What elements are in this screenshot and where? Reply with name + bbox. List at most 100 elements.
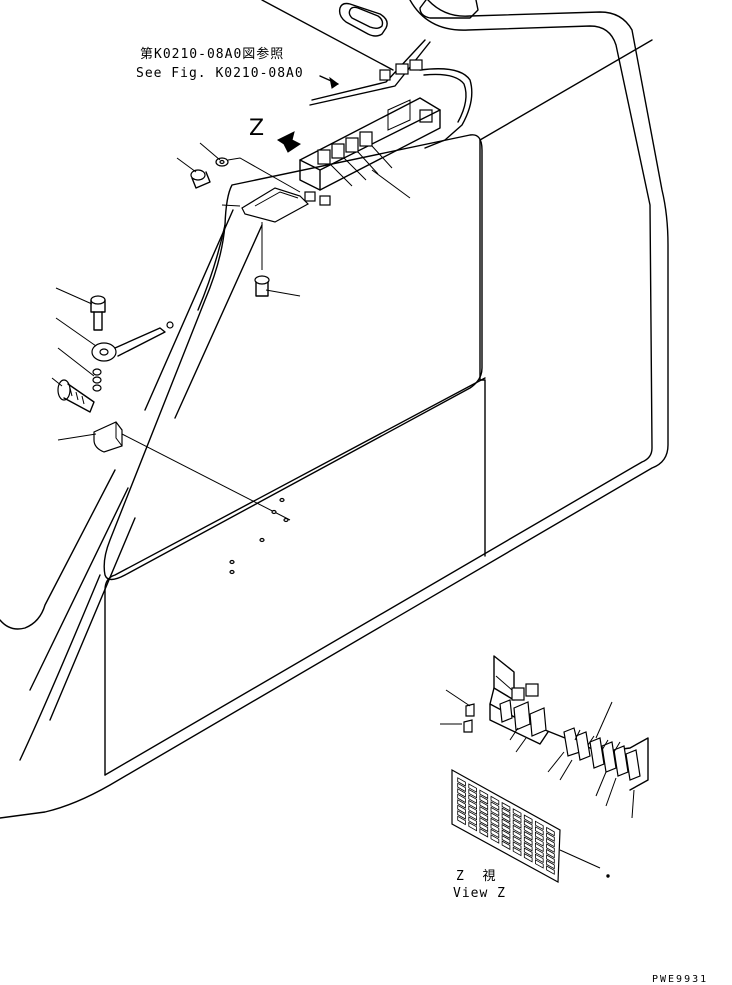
connector-5	[304, 191, 316, 202]
decal-cell	[512, 824, 522, 835]
reference-text-en: See Fig. K0210-08A0	[136, 66, 304, 81]
decal-cell	[490, 806, 500, 817]
decal-cell	[457, 810, 466, 820]
decal-cell	[501, 812, 511, 823]
decal-cell	[479, 789, 489, 800]
bracket-1	[93, 421, 123, 453]
decal-cell	[546, 865, 555, 875]
decal-cell	[468, 821, 477, 832]
view-z-marker: Z	[249, 116, 264, 141]
decal-cell	[501, 807, 511, 818]
screw-1	[57, 379, 95, 413]
decal-cell	[546, 859, 555, 870]
detail-block-1	[511, 687, 525, 701]
decal-cell	[535, 859, 544, 869]
decal-cell	[457, 815, 466, 826]
detail-view-z	[440, 655, 649, 819]
decal-cell	[523, 830, 533, 841]
decal-cell	[479, 795, 489, 805]
direction-arrows	[277, 75, 339, 153]
decal-cell	[479, 822, 489, 833]
decal-cell	[512, 813, 522, 824]
decal-cell	[479, 800, 489, 811]
decal-cell	[479, 811, 489, 822]
decal-cell	[501, 818, 511, 829]
decal-cell	[457, 793, 466, 804]
decal-cell	[535, 853, 544, 864]
decal-cell	[479, 828, 489, 838]
decal-cell	[468, 810, 477, 821]
decal-cell	[523, 825, 533, 835]
decal-cell	[501, 834, 511, 845]
bolt-2	[90, 295, 106, 331]
decal-cell	[512, 841, 522, 851]
decal-cell	[535, 826, 544, 836]
washer-1	[215, 157, 229, 167]
drawing-code: PWE9931	[652, 974, 708, 985]
decal-cell	[535, 831, 544, 842]
decal-cell	[523, 836, 533, 846]
decal-cell	[512, 808, 522, 818]
connector-2	[409, 59, 423, 71]
decal-sheet	[451, 768, 610, 883]
view-z-arrow-icon	[277, 131, 301, 153]
decal-cell	[468, 805, 477, 815]
decal-cell	[546, 848, 555, 859]
decal-cell	[535, 837, 544, 847]
view-caption-en: View Z	[453, 886, 506, 901]
decal-cell	[457, 804, 466, 815]
decal-cell	[523, 852, 533, 863]
decal-cell	[523, 814, 533, 824]
hardware-parts	[57, 157, 301, 575]
bolt-1	[190, 169, 211, 189]
switch-panel-block	[299, 97, 441, 191]
terminal-1	[91, 321, 174, 362]
connector-1	[395, 63, 409, 75]
decal-cell	[490, 817, 500, 828]
decal-cell	[468, 794, 477, 804]
leader-lines	[51, 142, 411, 441]
switch-3	[345, 137, 359, 153]
decal-cell	[479, 806, 489, 816]
decal-cell	[468, 783, 477, 793]
decal-cell	[468, 788, 477, 799]
decal-cell	[512, 835, 522, 846]
decal-cell	[546, 826, 555, 837]
decal-cell	[490, 812, 500, 822]
lamp-unit	[221, 187, 309, 297]
decal-cell	[490, 823, 500, 833]
decal-cell	[546, 854, 555, 864]
decal-cell	[468, 816, 477, 826]
cab-body	[0, 0, 669, 819]
decal-cell	[501, 829, 511, 840]
decal-cell	[523, 819, 533, 830]
view-caption-jp: Z 視	[456, 869, 496, 884]
decal-cell	[490, 834, 500, 844]
decal-cell	[457, 788, 466, 798]
reference-arrow-icon	[329, 76, 339, 89]
decal-cell	[501, 801, 511, 812]
decal-cell	[490, 795, 500, 806]
decal-cell	[512, 846, 522, 857]
decal-cell	[457, 799, 466, 809]
decal-cell	[535, 842, 544, 853]
switch-2	[331, 143, 345, 159]
decal-cell	[546, 837, 555, 848]
decal-cell	[523, 847, 533, 857]
decal-cell	[512, 819, 522, 829]
decal-cell	[546, 843, 555, 853]
decal-cell	[535, 820, 544, 831]
detail-block-2	[525, 683, 539, 697]
decal-cell	[535, 848, 544, 858]
decal-cell	[501, 840, 511, 851]
spring-washer	[92, 368, 102, 392]
decal-cell	[490, 801, 500, 811]
decal-cell	[512, 830, 522, 840]
reference-text-jp: 第K0210-08A0図参照	[140, 46, 284, 62]
switch-4	[359, 131, 373, 147]
decal-cell	[479, 817, 489, 827]
decal-cell	[457, 782, 466, 793]
decal-cell	[523, 841, 533, 852]
decal-cell	[490, 828, 500, 839]
